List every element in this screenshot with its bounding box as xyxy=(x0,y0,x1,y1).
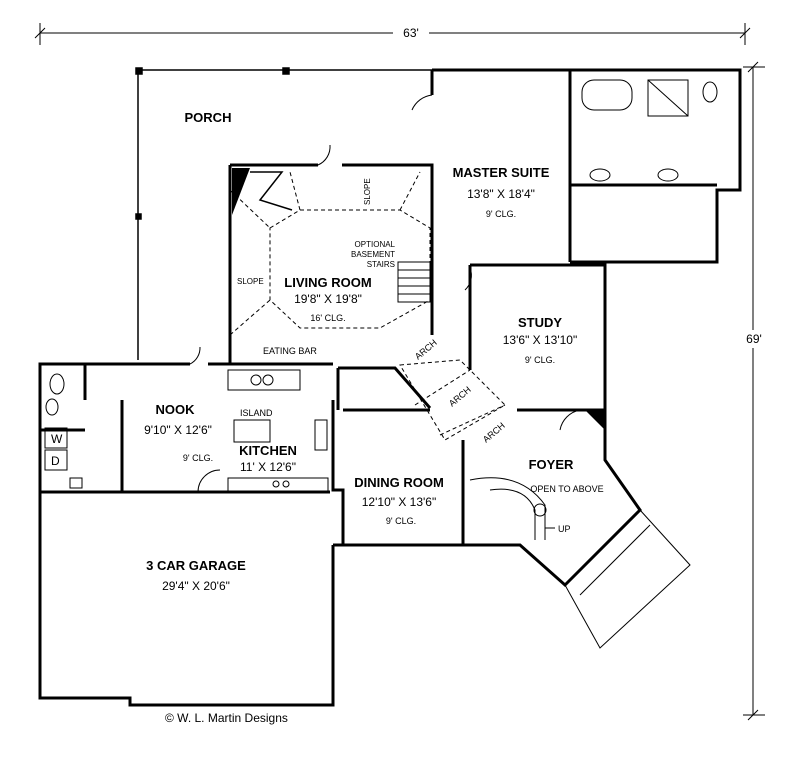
foyer-name: FOYER xyxy=(529,457,574,472)
arch-label-3: ARCH xyxy=(481,420,507,444)
foyer-note: OPEN TO ABOVE xyxy=(530,484,603,494)
stair-up-label: UP xyxy=(558,524,571,534)
dining-room-size: 12'10" X 13'6" xyxy=(362,495,437,509)
door-swings xyxy=(189,94,581,493)
study-ceiling: 9' CLG. xyxy=(525,355,555,365)
overall-depth-label: 69' xyxy=(746,332,762,346)
slope-label-left: SLOPE xyxy=(237,277,264,286)
dining-room-ceiling: 9' CLG. xyxy=(386,516,416,526)
study-name: STUDY xyxy=(518,315,562,330)
arch-openings xyxy=(399,359,506,441)
living-room-name: LIVING ROOM xyxy=(284,275,371,290)
master-suite-size: 13'8" X 18'4" xyxy=(467,187,535,201)
kitchen-size: 11' X 12'6" xyxy=(240,460,296,474)
arch-label-1: ARCH xyxy=(413,337,439,361)
kitchen-counters xyxy=(227,369,329,493)
master-suite-name: MASTER SUITE xyxy=(453,165,550,180)
entry-porch xyxy=(564,509,691,649)
optional-stairs-line-3: STAIRS xyxy=(367,260,395,269)
dryer-label: D xyxy=(51,454,60,468)
nook-ceiling: 9' CLG. xyxy=(183,453,213,463)
living-room-ceiling: 16' CLG. xyxy=(310,313,345,323)
foyer-stair xyxy=(469,477,555,540)
living-room-ceiling-lines xyxy=(229,171,431,336)
study-size: 13'6" X 13'10" xyxy=(503,333,578,347)
master-suite-ceiling: 9' CLG. xyxy=(486,209,516,219)
dimension-lines xyxy=(34,23,765,721)
designer-credit: © W. L. Martin Designs xyxy=(165,711,288,725)
walls xyxy=(38,68,742,707)
overall-width-label: 63' xyxy=(403,26,419,40)
laundry-fixtures xyxy=(44,373,83,489)
kitchen-name: KITCHEN xyxy=(239,443,297,458)
optional-stairs-line-1: OPTIONAL xyxy=(355,240,396,249)
island-label: ISLAND xyxy=(240,408,273,418)
nook-size: 9'10" X 12'6" xyxy=(144,423,212,437)
arch-label-2: ARCH xyxy=(447,384,473,408)
optional-basement-stairs xyxy=(397,261,431,303)
garage-size: 29'4" X 20'6" xyxy=(162,579,230,593)
master-bath-fixtures xyxy=(581,79,718,182)
porch-name: PORCH xyxy=(185,110,232,125)
slope-label-top: SLOPE xyxy=(363,178,372,205)
living-room-size: 19'8" X 19'8" xyxy=(294,292,362,306)
optional-stairs-line-2: BASEMENT xyxy=(351,250,395,259)
washer-label: W xyxy=(51,432,63,446)
dining-room-name: DINING ROOM xyxy=(354,475,444,490)
garage-name: 3 CAR GARAGE xyxy=(146,558,246,573)
nook-name: NOOK xyxy=(156,402,196,417)
eating-bar-label: EATING BAR xyxy=(263,346,317,356)
fireplace xyxy=(232,168,250,215)
porch-outline xyxy=(135,67,432,360)
